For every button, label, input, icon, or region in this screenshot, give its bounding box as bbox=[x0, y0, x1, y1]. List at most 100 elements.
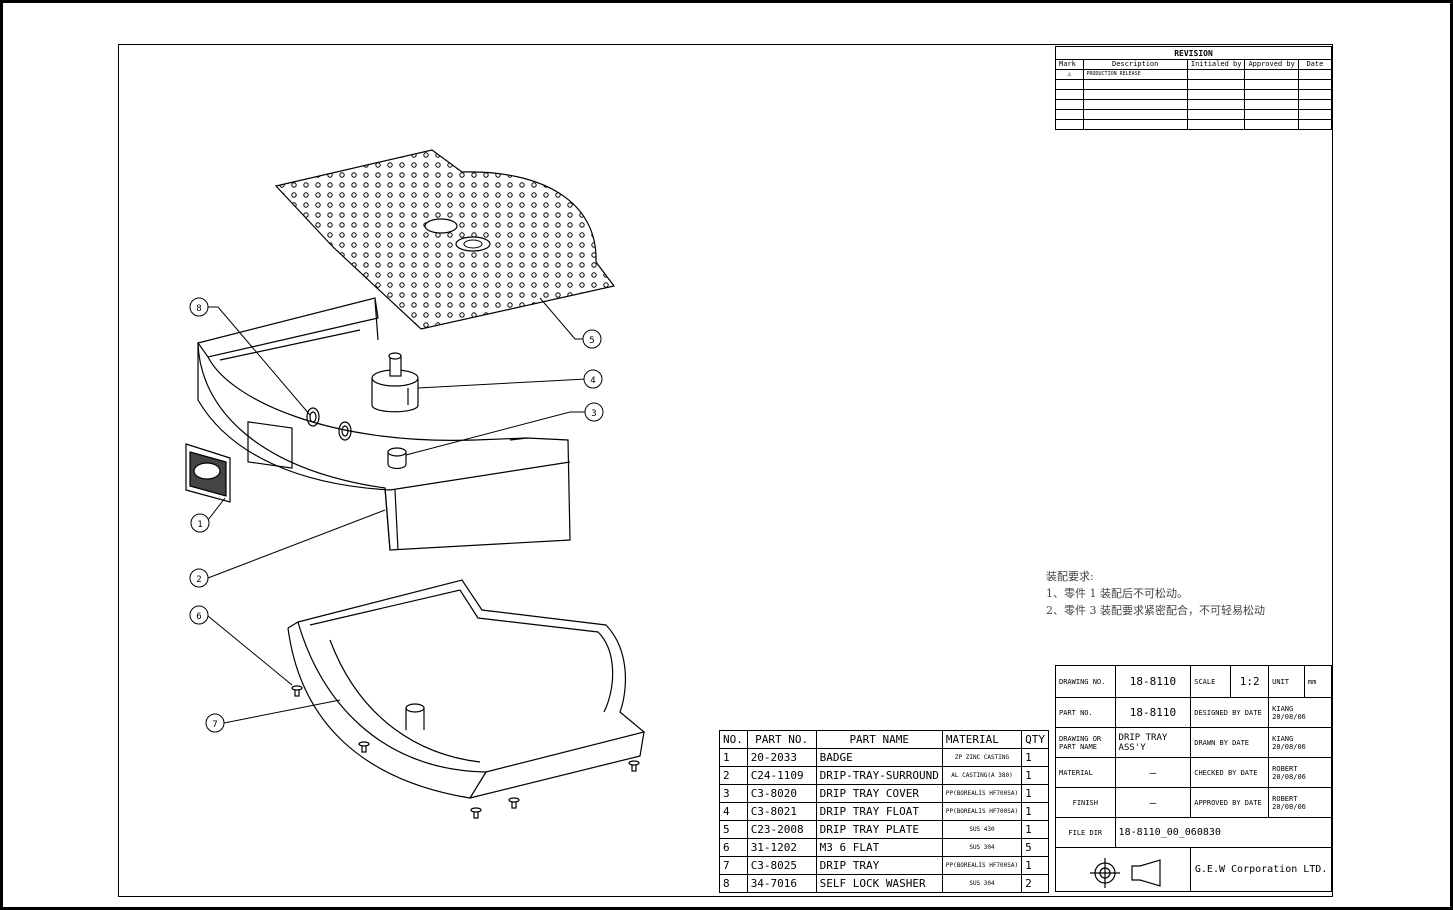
bom-cell: SUS 304 bbox=[941, 874, 1023, 893]
revision-title: REVISION bbox=[1055, 46, 1332, 60]
revision-row bbox=[1055, 89, 1333, 100]
title-block: DRAWING NO. 18-8110 SCALE 1:2 UNIT mm PA… bbox=[1054, 665, 1333, 892]
bom-cell: C3-8021 bbox=[746, 802, 817, 821]
assembly-notes: 装配要求: 1、零件 1 装配后不可松动。 2、零件 3 装配要求紧密配合，不可… bbox=[1046, 568, 1265, 619]
revision-row bbox=[1055, 109, 1333, 120]
revision-cell bbox=[1244, 69, 1299, 80]
bom-cell: C3-8020 bbox=[746, 784, 817, 803]
revision-row bbox=[1055, 99, 1333, 110]
bom-cell: SUS 304 bbox=[941, 838, 1023, 857]
bom-cell: 2 bbox=[1021, 874, 1049, 893]
material-label: MATERIAL bbox=[1055, 757, 1116, 788]
bom-header: PART NO. bbox=[746, 730, 817, 749]
balloon-6-label: 6 bbox=[196, 612, 201, 622]
approved-label: APPROVED BY DATE bbox=[1190, 787, 1270, 818]
bom-cell: ZP ZINC CASTING bbox=[941, 748, 1023, 767]
bom-cell: PP(BOREALIS HF700SA) bbox=[941, 856, 1023, 875]
bom-header-row: NO. PART NO. PART NAME MATERIAL QTY bbox=[719, 730, 1049, 749]
bom-cell: 31-1202 bbox=[746, 838, 817, 857]
approved-value: ROBERT 20/08/06 bbox=[1268, 787, 1332, 818]
revision-cell bbox=[1297, 69, 1333, 80]
unit-label: UNIT bbox=[1268, 665, 1305, 698]
balloon-1: 1 bbox=[190, 513, 210, 533]
bom-header: MATERIAL bbox=[941, 730, 1023, 749]
bom-cell: 1 bbox=[719, 748, 748, 767]
projection-cell bbox=[1054, 847, 1192, 892]
scale-label: SCALE bbox=[1190, 665, 1232, 698]
drawing-no-value: 18-8110 bbox=[1114, 665, 1192, 698]
revision-header: Date bbox=[1297, 59, 1333, 70]
drawn-label: DRAWN BY DATE bbox=[1190, 727, 1270, 758]
bom-cell: 2 bbox=[719, 766, 748, 785]
drawing-border bbox=[118, 44, 1333, 897]
balloon-2-label: 2 bbox=[196, 575, 201, 585]
bom-cell: PP(BOREALIS HF700SA) bbox=[941, 802, 1023, 821]
screws-part bbox=[291, 685, 640, 819]
bom-header: QTY bbox=[1021, 730, 1049, 749]
revision-cell: PRODUCTION RELEASE bbox=[1082, 69, 1188, 80]
checked-value: ROBERT 20/08/06 bbox=[1268, 757, 1332, 788]
designed-label: DESIGNED BY DATE bbox=[1190, 697, 1270, 728]
unit-value: mm bbox=[1303, 665, 1333, 698]
revision-cell bbox=[1186, 69, 1246, 80]
drip-tray-part bbox=[287, 579, 646, 799]
balloon-7-label: 7 bbox=[212, 720, 217, 730]
balloon-4: 4 bbox=[583, 369, 603, 389]
revision-header: Initialed by bbox=[1186, 59, 1246, 70]
bom-cell: 1 bbox=[1021, 766, 1049, 785]
designed-value: KIANG 20/08/06 bbox=[1268, 697, 1332, 728]
bom-header: NO. bbox=[719, 730, 748, 749]
bom-cell: SELF LOCK WASHER bbox=[815, 874, 943, 893]
bom-cell: 1 bbox=[1021, 802, 1049, 821]
drawing-no-label: DRAWING NO. bbox=[1055, 665, 1116, 698]
checked-label: CHECKED BY DATE bbox=[1190, 757, 1270, 788]
drip-tray-float-part bbox=[371, 352, 419, 413]
part-no-value: 18-8110 bbox=[1114, 697, 1192, 728]
bom-cell: 4 bbox=[719, 802, 748, 821]
balloon-3: 3 bbox=[584, 402, 604, 422]
revision-header: Approved by bbox=[1244, 59, 1299, 70]
bom-cell: AL CASTING(A 380) bbox=[941, 766, 1023, 785]
bom-cell: C23-2008 bbox=[746, 820, 817, 839]
revision-table: REVISION Mark Description Initialed by A… bbox=[1055, 46, 1333, 130]
bom-cell: 34-7016 bbox=[746, 874, 817, 893]
drip-tray-cover-part bbox=[387, 447, 407, 470]
part-no-label: PART NO. bbox=[1055, 697, 1116, 728]
balloon-3-label: 3 bbox=[591, 409, 596, 419]
balloon-6: 6 bbox=[189, 605, 209, 625]
bom-cell: 3 bbox=[719, 784, 748, 803]
bom-cell: DRIP TRAY COVER bbox=[815, 784, 943, 803]
company-name: G.E.W Corporation LTD. bbox=[1190, 847, 1332, 892]
bom-cell: 6 bbox=[719, 838, 748, 857]
bom-cell: 1 bbox=[1021, 784, 1049, 803]
balloon-7: 7 bbox=[205, 713, 225, 733]
balloon-2: 2 bbox=[189, 568, 209, 588]
bom-cell: 7 bbox=[719, 856, 748, 875]
part-name-value: DRIP TRAY ASS'Y bbox=[1114, 727, 1192, 758]
file-dir-label: FILE DIR bbox=[1055, 817, 1116, 848]
bom-cell: 1 bbox=[1021, 748, 1049, 767]
revision-mark-icon: ⚠ bbox=[1055, 69, 1084, 80]
bom-cell: 8 bbox=[719, 874, 748, 893]
bom-cell: 1 bbox=[1021, 820, 1049, 839]
note-item: 2、零件 3 装配要求紧密配合，不可轻易松动 bbox=[1046, 604, 1265, 617]
bom-cell: PP(BOREALIS HF700SA) bbox=[941, 784, 1023, 803]
revision-row: ⚠ PRODUCTION RELEASE bbox=[1055, 69, 1333, 80]
bom-cell: 5 bbox=[719, 820, 748, 839]
finish-label: FINISH bbox=[1055, 787, 1116, 818]
bom-cell: DRIP-TRAY-SURROUND bbox=[815, 766, 943, 785]
revision-row bbox=[1055, 119, 1333, 130]
part-name-label: DRAWING OR PART NAME bbox=[1055, 727, 1116, 758]
bom-cell: SUS 430 bbox=[941, 820, 1023, 839]
note-item: 1、零件 1 装配后不可松动。 bbox=[1046, 587, 1188, 600]
bom-cell: 20-2033 bbox=[746, 748, 817, 767]
